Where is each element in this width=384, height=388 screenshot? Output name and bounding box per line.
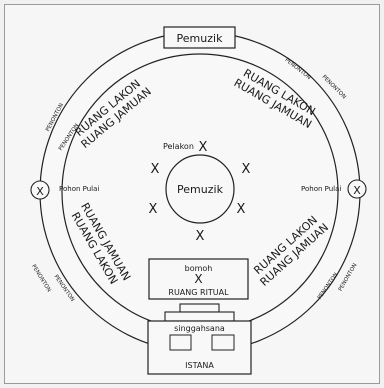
right-tree-x: X: [353, 184, 361, 197]
pohon-pulai-left-label: Pohon Pulai: [59, 185, 99, 193]
pelakon-label: Pelakon: [163, 142, 194, 151]
x-mark-lower-left: X: [149, 202, 158, 217]
x-mark-lower-right: X: [237, 202, 246, 217]
step-lower: [164, 311, 235, 322]
left-tree-x: X: [36, 185, 44, 198]
throne-seat-left: [169, 334, 192, 351]
x-mark-bottom: X: [196, 229, 205, 244]
istana-label: ISTANA: [185, 361, 214, 370]
step-upper: [179, 303, 220, 313]
ruang-ritual-label: RUANG RITUAL: [168, 288, 229, 297]
x-mark-top: X: [199, 140, 208, 155]
ritual-x-mark: X: [194, 272, 202, 286]
musician-box-label: Pemuzik: [177, 32, 224, 45]
left-tree-circle: [30, 180, 50, 200]
center-circle: [165, 154, 235, 224]
pohon-pulai-right-label: Pohon Pulai: [301, 185, 341, 193]
singgahsana-label: singgahsana: [174, 324, 225, 333]
ritual-room-box: [148, 258, 249, 300]
right-tree-circle: [347, 179, 367, 199]
x-mark-upper-left: X: [151, 162, 160, 177]
center-pemuzik-label: Pemuzik: [177, 183, 224, 196]
musician-box: [163, 26, 236, 49]
x-mark-upper-right: X: [242, 162, 251, 177]
bomoh-label: bomoh: [185, 264, 213, 273]
throne-seat-right: [211, 334, 235, 351]
